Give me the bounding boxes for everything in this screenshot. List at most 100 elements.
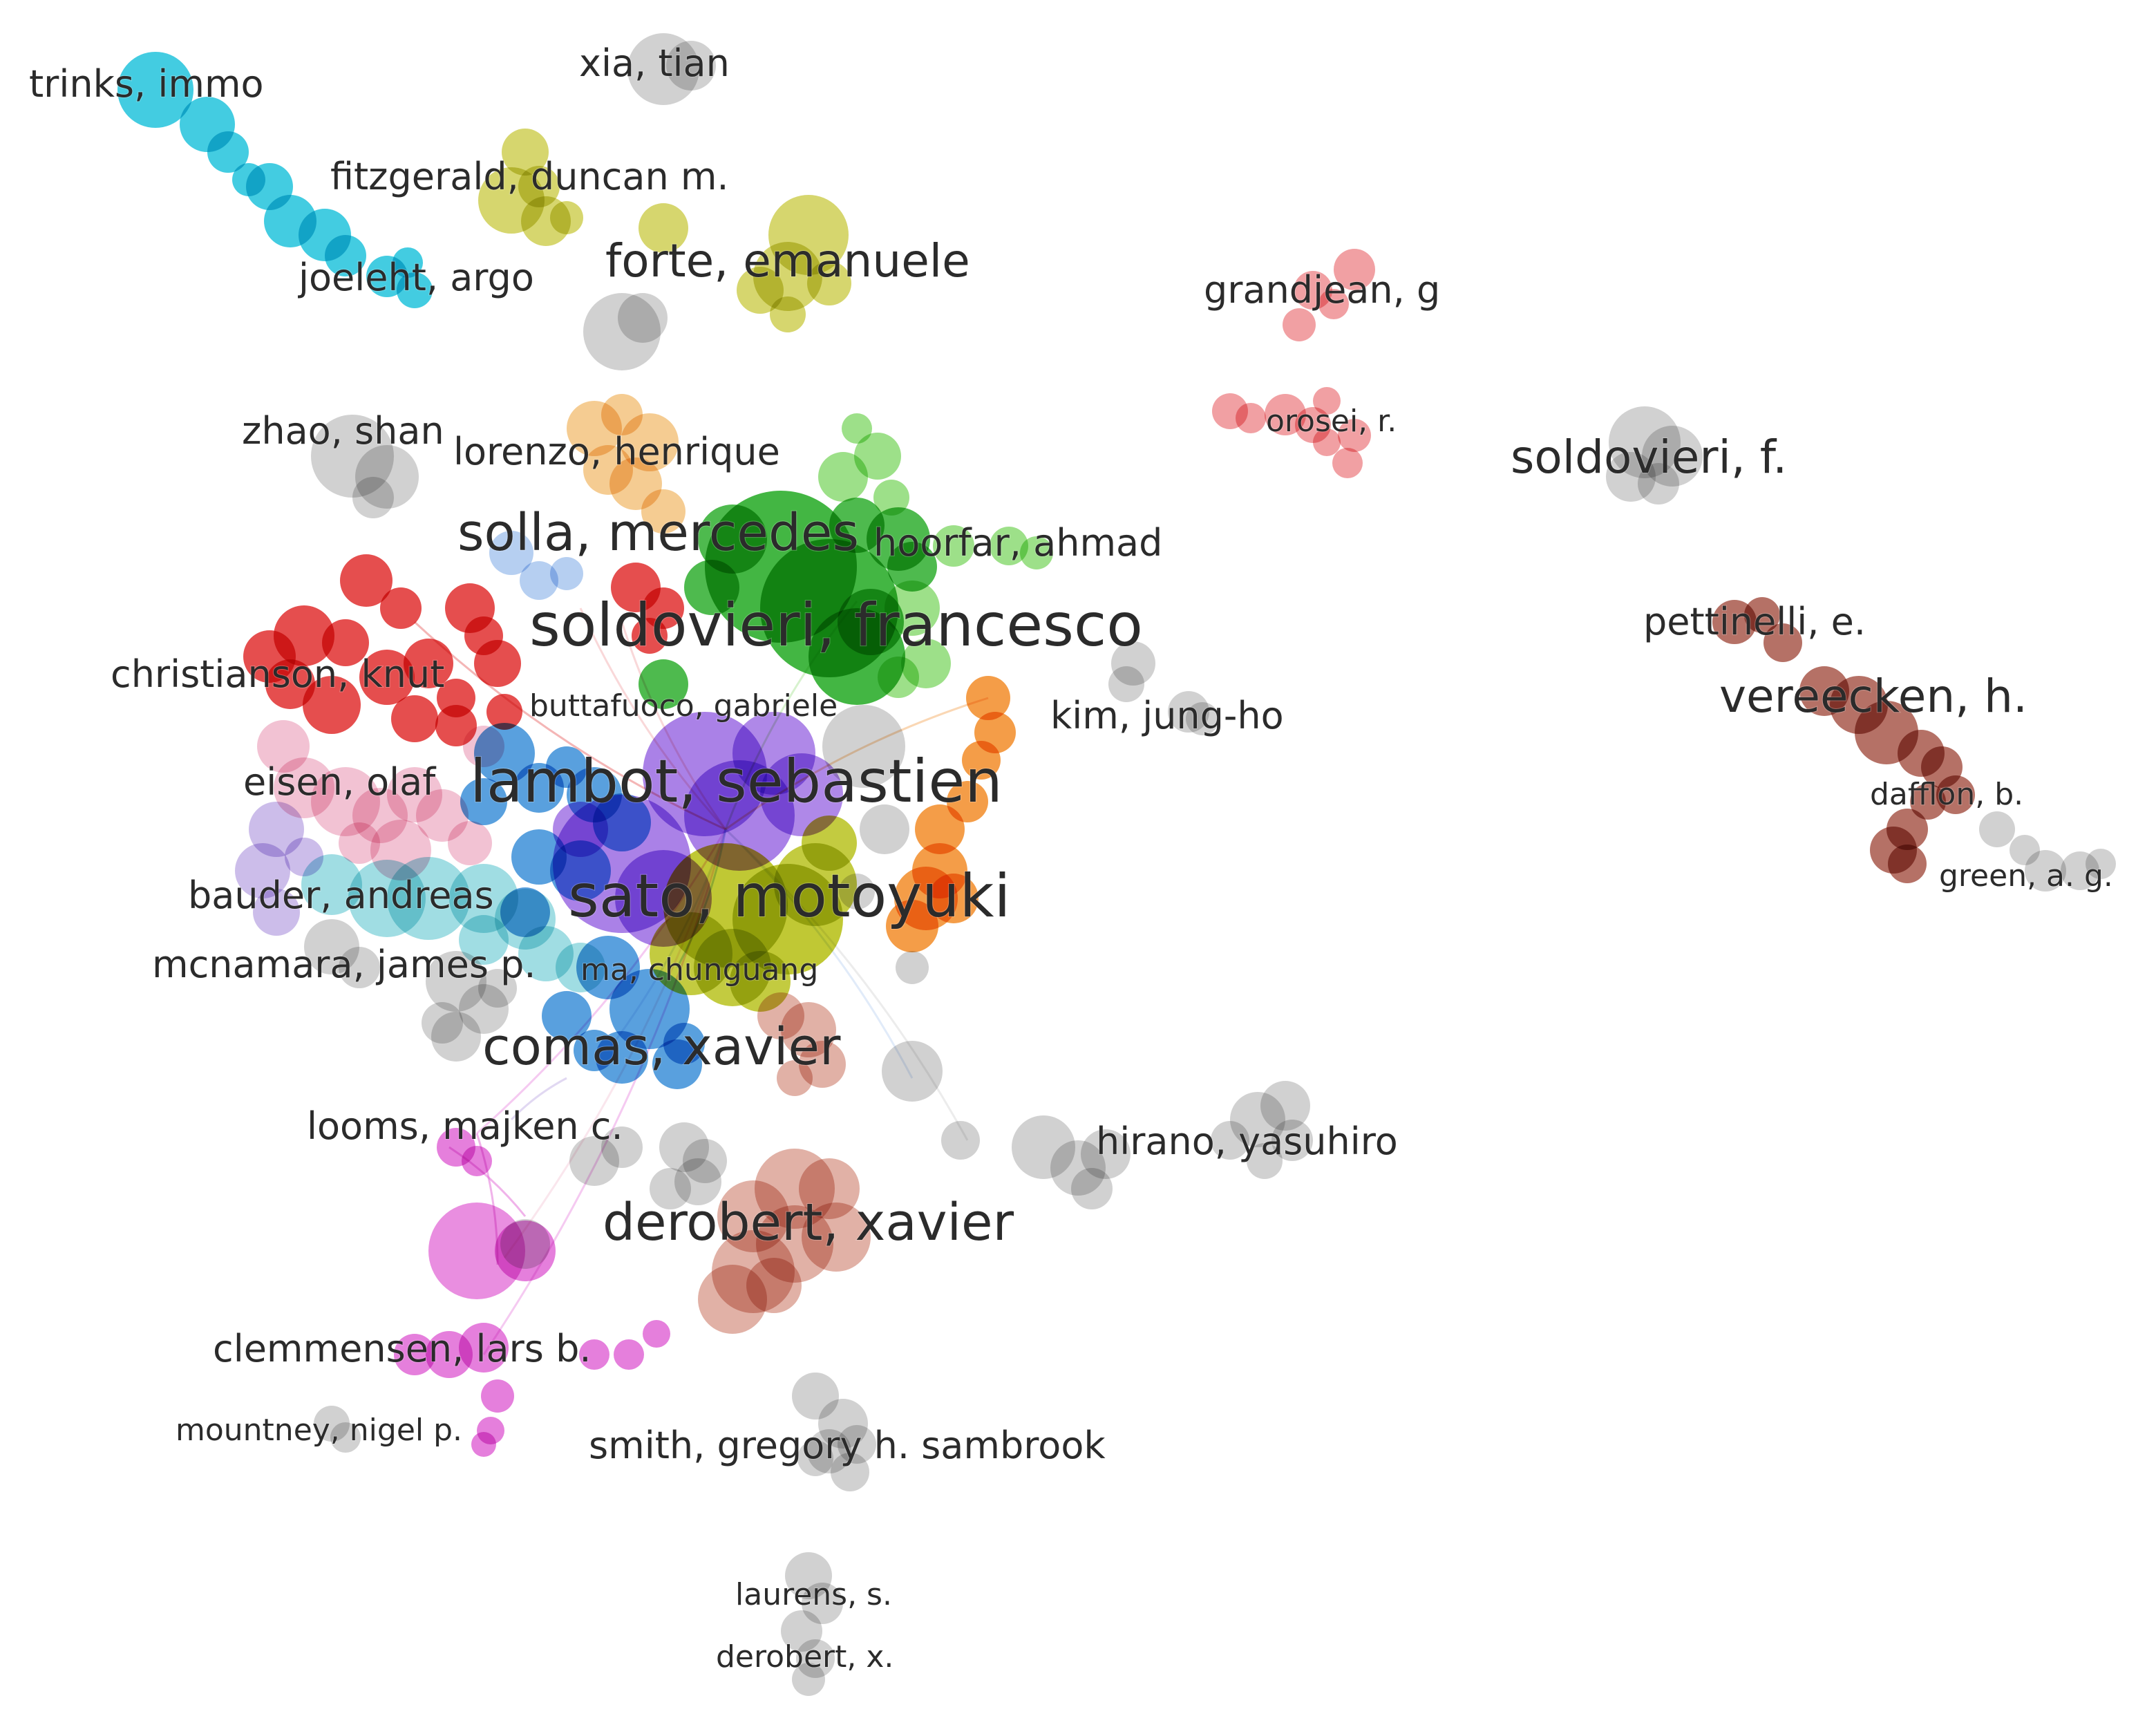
author-pink-165-node[interactable] [448, 821, 492, 865]
author-yellow-13-node[interactable] [502, 129, 549, 176]
author-grey-12-node[interactable] [666, 41, 716, 91]
author-label-lambot-sebastien[interactable]: lambot, sebastien [469, 746, 1003, 817]
author-magenta-222-node[interactable] [394, 1334, 435, 1375]
author-label-xia-tian[interactable]: xia, tian [578, 41, 730, 86]
author-red-99-node[interactable] [359, 650, 415, 705]
author-label-soldovieri-francesco[interactable]: soldovieri, francesco [529, 590, 1144, 661]
author-grey-203-node[interactable] [601, 1126, 643, 1168]
author-purple-146-node[interactable] [553, 802, 608, 857]
author-peach-67-node[interactable] [641, 489, 685, 534]
author-label-solla-mercedes[interactable]: solla, mercedes [457, 502, 860, 563]
author-red-97-node[interactable] [265, 659, 315, 709]
author-yellow-23-node[interactable] [770, 296, 806, 332]
author-lightblue-71-node[interactable] [550, 557, 583, 590]
author-label-orosei-r[interactable]: orosei, r. [1265, 403, 1397, 440]
author-label-looms-majken-c[interactable]: looms, majken c. [306, 1104, 624, 1149]
author-brown-44-node[interactable] [1763, 623, 1802, 662]
author-label-ma-chunguang[interactable]: ma, chunguang [580, 952, 819, 988]
author-label-zhao-shan[interactable]: zhao, shan [241, 408, 445, 453]
author-magenta-221-node[interactable] [426, 1331, 473, 1378]
author-yellow-18-node[interactable] [639, 203, 688, 253]
author-label-mountney-nigel-p[interactable]: mountney, nigel p. [175, 1412, 463, 1449]
author-teal-178-node[interactable] [556, 943, 605, 992]
author-label-clemmensen-lars-b[interactable]: clemmensen, lars b. [212, 1326, 592, 1371]
author-label-christianson-knut[interactable]: christianson, knut [110, 652, 445, 697]
author-grey-41-node[interactable] [1638, 463, 1679, 505]
author-lightblue-70-node[interactable] [520, 561, 558, 600]
author-blue-137-node[interactable] [542, 991, 592, 1041]
author-magenta-223-node[interactable] [579, 1339, 609, 1370]
author-rose-190-node[interactable] [777, 1060, 813, 1096]
author-magenta-225-node[interactable] [643, 1320, 670, 1348]
author-orange-115-node[interactable] [915, 804, 965, 854]
author-yellow-21-node[interactable] [807, 261, 851, 305]
author-lightgreen-76-node[interactable] [933, 525, 974, 567]
author-teal-179-node[interactable] [459, 915, 509, 965]
author-label-vereecken-h[interactable]: vereecken, h. [1719, 669, 2028, 724]
author-red-107-node[interactable] [486, 694, 522, 730]
author-grey-229-node[interactable] [500, 1219, 550, 1269]
author-grey-62-node[interactable] [352, 477, 394, 518]
author-grey-181-node[interactable] [339, 947, 380, 988]
author-pink-167-node[interactable] [463, 726, 504, 767]
author-grey-25-node[interactable] [618, 293, 668, 343]
author-lavender-170-node[interactable] [253, 889, 300, 936]
author-red-110-node[interactable] [632, 618, 668, 654]
author-grey-198-node[interactable] [1260, 1081, 1310, 1131]
author-red-93-node[interactable] [380, 587, 422, 629]
author-lightgreen-77-node[interactable] [990, 527, 1028, 565]
author-olive-153-node[interactable] [802, 815, 857, 871]
author-grey-121-node[interactable] [1108, 666, 1144, 702]
author-peach-65-node[interactable] [621, 413, 679, 471]
author-cyan-0-node[interactable] [117, 52, 193, 128]
author-grey-185-node[interactable] [422, 1002, 463, 1044]
author-orange-119-node[interactable] [886, 900, 938, 952]
author-purple-145-node[interactable] [760, 753, 843, 836]
author-green-90-node[interactable] [838, 589, 904, 655]
author-green-89-node[interactable] [829, 498, 885, 553]
author-label-joeleht-argo[interactable]: joeleht, argo [297, 255, 535, 300]
author-teal-174-node[interactable] [387, 857, 470, 940]
author-blue-139-node[interactable] [663, 1023, 705, 1064]
author-peach-68-node[interactable] [583, 445, 633, 495]
author-magenta-224-node[interactable] [614, 1339, 644, 1370]
author-label-trinks-immo[interactable]: trinks, immo [28, 62, 265, 106]
author-brown-43-node[interactable] [1744, 597, 1780, 633]
author-salmon-28-node[interactable] [1283, 308, 1316, 341]
author-label-smith-gregory-h-sambrook[interactable]: smith, gregory h. sambrook [588, 1423, 1106, 1468]
author-label-hoorfar-ahmad[interactable]: hoorfar, ahmad [873, 520, 1163, 565]
author-red-100-node[interactable] [404, 639, 453, 688]
author-label-mcnamara-james-p[interactable]: mcnamara, james p. [151, 942, 537, 987]
author-green-91-node[interactable] [639, 659, 688, 709]
author-magenta-218-node[interactable] [428, 1203, 525, 1299]
author-orange-118-node[interactable] [929, 874, 978, 923]
author-cyan-2-node[interactable] [207, 131, 249, 173]
author-grey-196-node[interactable] [1071, 1168, 1113, 1209]
author-grey-154-node[interactable] [822, 705, 905, 788]
author-grey-59-node[interactable] [2086, 849, 2116, 879]
author-grey-155-node[interactable] [860, 804, 909, 854]
author-lightgreen-72-node[interactable] [842, 413, 872, 444]
author-label-sato-motoyuki[interactable]: sato, motoyuki [567, 861, 1011, 932]
author-label-bauder-andreas[interactable]: bauder, andreas [187, 873, 495, 918]
author-label-dafflon-b[interactable]: dafflon, b. [1869, 776, 2024, 813]
author-grey-237-node[interactable] [831, 1453, 869, 1491]
author-salmon-26-node[interactable] [1334, 249, 1375, 290]
author-salmon-37-node[interactable] [1313, 428, 1341, 456]
author-grey-231-node[interactable] [330, 1422, 361, 1453]
author-blue-136-node[interactable] [574, 1030, 615, 1071]
author-cyan-9-node[interactable] [393, 247, 423, 278]
author-salmon-35-node[interactable] [1338, 419, 1371, 452]
author-green-88-node[interactable] [887, 542, 937, 592]
author-cyan-8-node[interactable] [397, 272, 433, 308]
author-label-buttafuoco-gabriele[interactable]: buttafuoco, gabriele [529, 688, 838, 724]
author-blue-129-node[interactable] [460, 778, 507, 825]
author-magenta-217-node[interactable] [462, 1146, 492, 1176]
author-grey-201-node[interactable] [1211, 1121, 1249, 1160]
author-label-grandjean-g[interactable]: grandjean, g [1203, 267, 1441, 312]
author-pink-166-node[interactable] [339, 822, 380, 864]
author-label-laurens-s[interactable]: laurens, s. [735, 1576, 893, 1613]
author-orange-113-node[interactable] [962, 741, 1001, 780]
author-label-kim-jung-ho[interactable]: kim, jung-ho [1050, 693, 1285, 738]
author-cyan-10-node[interactable] [325, 235, 366, 276]
